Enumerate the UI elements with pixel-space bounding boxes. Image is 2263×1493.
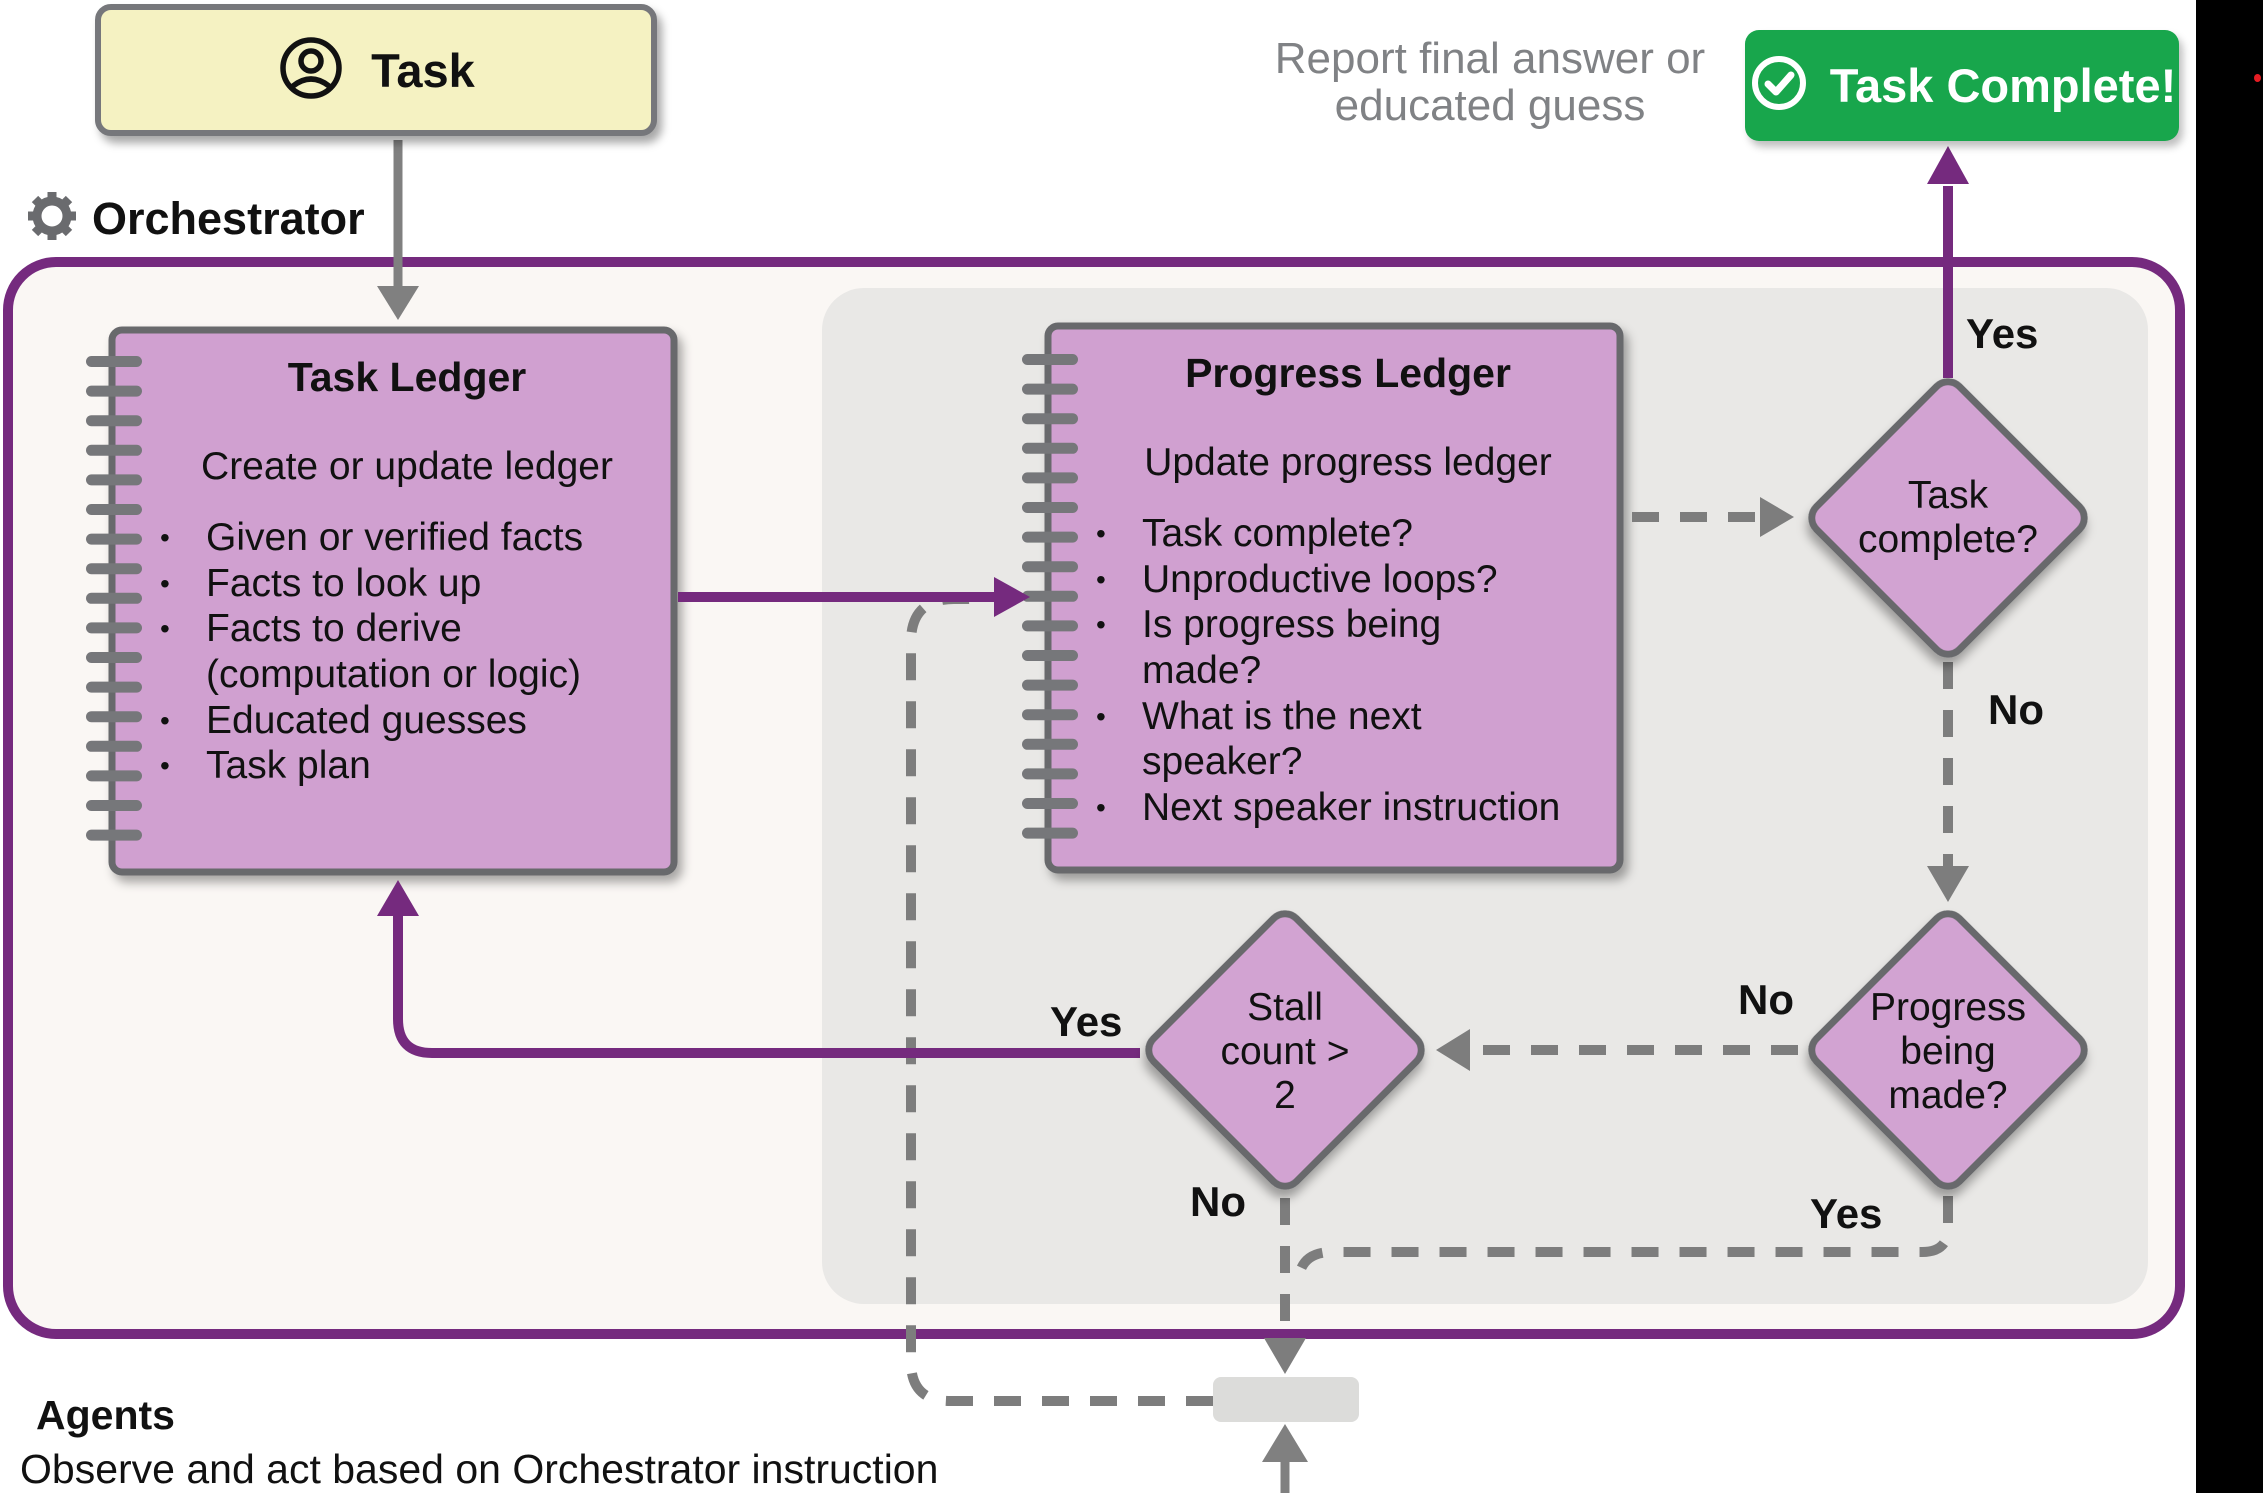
task-ledger-title: Task Ledger bbox=[287, 354, 527, 400]
check-circle-icon bbox=[1748, 52, 1810, 119]
task-box-label: Task bbox=[371, 43, 475, 97]
edge-agents-to-progress-ledger bbox=[906, 594, 1213, 1406]
arrowhead-task-into-orchestrator bbox=[377, 286, 419, 320]
arrowhead-into-complete-button bbox=[1927, 146, 1969, 184]
decision-task-complete-label: Task complete? bbox=[1858, 474, 2038, 562]
edge-progress-yes-to-next-speaker bbox=[1293, 1196, 1953, 1287]
decision-progress-being-made bbox=[1808, 910, 2088, 1190]
agents-title: Agents bbox=[36, 1392, 175, 1438]
task-complete-button[interactable]: Task Complete! bbox=[1745, 30, 2179, 141]
ledger-bullet-item: •What is the next speaker? bbox=[1096, 694, 1422, 784]
ledger-bullet-item: •Unproductive loops? bbox=[1096, 557, 1498, 601]
ledger-bullet-item: •Is progress being made? bbox=[1096, 603, 1442, 692]
task-complete-yes-label: Yes bbox=[1966, 310, 2039, 357]
agents-description: Observe and act based on Orchestrator in… bbox=[20, 1446, 939, 1492]
orchestrator-heading: Orchestrator bbox=[24, 188, 365, 249]
right-black-strip bbox=[2196, 0, 2263, 1493]
stall-yes-label: Yes bbox=[1050, 998, 1123, 1045]
orchestrator-label: Orchestrator bbox=[92, 192, 365, 244]
stall-no-label: No bbox=[1190, 1178, 1246, 1225]
ledger-bullet-item: •Task complete? bbox=[1096, 512, 1413, 555]
ledger-bullet-item: •Given or verified facts bbox=[160, 516, 584, 559]
task-complete-button-label: Task Complete! bbox=[1829, 59, 2177, 112]
agent-placeholder-box bbox=[1213, 1377, 1359, 1422]
arrowhead-into-agent bbox=[1264, 1338, 1306, 1374]
progress-ledger-spiral-binding bbox=[1022, 354, 1078, 839]
decision-stall-label: Stall count > 2 bbox=[1220, 986, 1350, 1118]
ledger-bullet-item: •Facts to derive (computation or logic) bbox=[160, 607, 581, 696]
arrowhead-bottom-into-agent bbox=[1262, 1424, 1308, 1462]
task-complete-no-label: No bbox=[1988, 686, 2044, 733]
task-ledger-spiral-binding bbox=[86, 356, 142, 841]
task-ledger-items: •Given or verified facts•Facts to look u… bbox=[160, 515, 654, 789]
gear-icon bbox=[24, 188, 80, 249]
task-ledger-content: Task Ledger Create or update ledger •Giv… bbox=[112, 330, 674, 872]
progress-ledger-items: •Task complete?•Unproductive loops?•Is p… bbox=[1096, 511, 1600, 830]
decision-task-complete bbox=[1808, 378, 2088, 658]
edge-stall-yes-to-task-ledger bbox=[393, 912, 1140, 1058]
ledger-bullet-item: •Task plan bbox=[160, 744, 371, 788]
ledger-bullet-item: •Next speaker instruction bbox=[1096, 785, 1561, 829]
arrowhead-into-progress-ledger bbox=[994, 577, 1030, 617]
arrowhead-into-task-complete bbox=[1760, 497, 1794, 537]
progress-ledger-content: Progress Ledger Update progress ledger •… bbox=[1048, 326, 1620, 870]
arrowhead-task-complete-no bbox=[1927, 866, 1969, 902]
report-note-line1: Report final answer or bbox=[1274, 34, 1706, 83]
arrowhead-into-stall bbox=[1436, 1029, 1470, 1071]
decision-progress-label: Progress being made? bbox=[1869, 986, 2027, 1118]
report-note-line2: educated guess bbox=[1334, 80, 1646, 130]
progress-yes-label: Yes bbox=[1810, 1190, 1883, 1237]
decision-stall-count bbox=[1145, 910, 1425, 1190]
ledger-bullet-item: •Educated guesses bbox=[160, 698, 527, 742]
user-icon bbox=[277, 34, 345, 107]
red-dot bbox=[2254, 74, 2261, 82]
progress-ledger-subtitle: Update progress ledger bbox=[1144, 441, 1552, 484]
ledger-bullet-item: •Facts to look up bbox=[160, 561, 482, 605]
task-ledger-subtitle: Create or update ledger bbox=[201, 445, 613, 488]
report-note: Report final answer or educated guess bbox=[1230, 34, 1750, 130]
progress-ledger-title: Progress Ledger bbox=[1185, 350, 1511, 396]
progress-no-label: No bbox=[1738, 976, 1794, 1023]
task-box: Task bbox=[95, 4, 657, 136]
arrowhead-into-task-ledger bbox=[377, 880, 419, 916]
